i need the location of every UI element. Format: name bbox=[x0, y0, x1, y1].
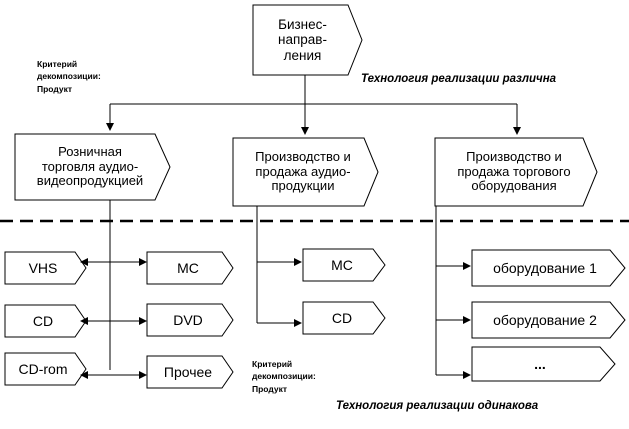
bottom-criterion-note: Критерий декомпозиции: Продукт bbox=[252, 358, 372, 395]
audio-product-shape-1 bbox=[302, 248, 386, 282]
bottom-criterion-line-2: декомпозиции: bbox=[252, 371, 316, 382]
division-retail-label: Розничная торговля аудио- видеопродукцие… bbox=[36, 143, 144, 189]
division-retail-shape bbox=[14, 133, 171, 201]
retail-left-label-1: VHS bbox=[28, 259, 58, 276]
top-criterion-line-2: декомпозиции: bbox=[37, 71, 101, 82]
retail-left-label-2: CD bbox=[32, 312, 54, 329]
equipment-product-label-1: оборудование 1 bbox=[493, 259, 597, 276]
top-criterion-note: Критерий декомпозиции: Продукт bbox=[37, 58, 157, 95]
division-audio-label: Производство и продажа аудио- продукции bbox=[255, 148, 351, 194]
equipment-product-shape-2 bbox=[471, 301, 626, 339]
equipment-product-shape-1 bbox=[471, 249, 626, 287]
bottom-criterion-line-3: Продукт bbox=[252, 383, 288, 394]
top-criterion-line-3: Продукт bbox=[37, 83, 73, 94]
equipment-product-label-2: оборудование 2 bbox=[493, 311, 597, 328]
audio-product-label-1: MC bbox=[331, 256, 353, 273]
bottom-technology-note: Технология реализации одинакова bbox=[336, 400, 539, 412]
top-technology-note: Технология реализации различна bbox=[361, 73, 557, 85]
bottom-criterion-line-1: Критерий bbox=[252, 359, 293, 369]
root-label: Бизнес- направ- ления bbox=[278, 16, 327, 63]
root-node-shape bbox=[252, 4, 363, 76]
retail-right-label-1: MC bbox=[177, 259, 199, 276]
equipment-product-shape-3 bbox=[471, 346, 616, 382]
audio-product-shape-2 bbox=[302, 301, 386, 335]
retail-left-label-3: CD-rom bbox=[18, 360, 68, 377]
retail-right-shape-2 bbox=[146, 303, 234, 337]
retail-right-label-2: DVD bbox=[173, 311, 203, 328]
equipment-product-label-3: ... bbox=[534, 355, 546, 372]
retail-right-shape-1 bbox=[146, 251, 234, 285]
division-equipment-label: Производство и продажа торгового оборудо… bbox=[457, 148, 571, 194]
top-criterion-line-1: Критерий bbox=[37, 59, 78, 69]
retail-right-label-3: Прочее bbox=[163, 363, 213, 380]
retail-right-shape-3 bbox=[146, 355, 234, 389]
retail-left-shape-2 bbox=[4, 304, 87, 338]
division-equipment-shape bbox=[434, 137, 598, 207]
retail-left-shape-1 bbox=[4, 251, 87, 285]
audio-product-label-2: CD bbox=[331, 309, 353, 326]
division-audio-shape bbox=[232, 137, 379, 207]
